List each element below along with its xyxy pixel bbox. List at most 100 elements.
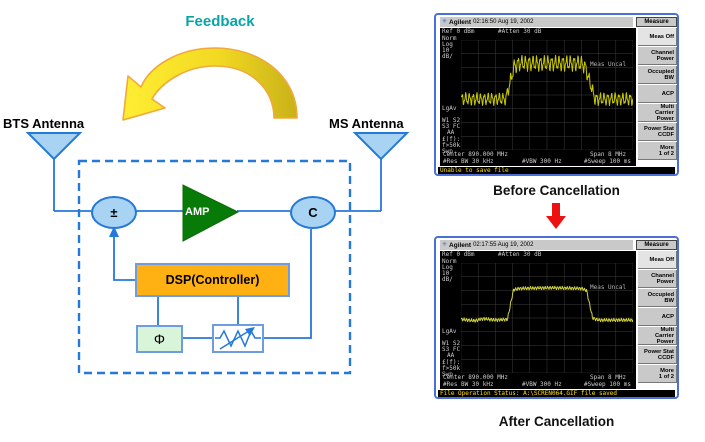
attenuator-zigzag-icon [215, 329, 261, 348]
softkey-channel-power[interactable]: Channel Power [638, 47, 677, 65]
scale-label: 10 [442, 47, 450, 54]
span-label: Span 8 MHz [590, 151, 627, 158]
analyzer-brand: Agilent [449, 18, 472, 26]
wire-dsp-to-summer [113, 233, 135, 281]
swp-label: Swp [442, 148, 453, 155]
s3fc-label: S3 FC [442, 346, 461, 353]
swp-label: Swp [442, 371, 453, 378]
softkey-occupied-bw[interactable]: Occupied BW [638, 66, 677, 84]
spectrum-analyzer-after: ✳ Agilent 02:17:55 Aug 19, 2002 Measure … [434, 236, 679, 399]
softkey-acp[interactable]: ACP [638, 85, 677, 103]
meas-uncal-label: Meas Uncal [590, 61, 627, 68]
softkey-menu: Meas Off Channel Power Occupied BW ACP M… [638, 28, 677, 167]
block-diagram-canvas [25, 47, 410, 375]
arrowhead-up-icon [109, 226, 119, 237]
menu-header: Measure [636, 240, 677, 250]
analyzer-screen: Ref 0 dBm #Atten 30 dB Norm Log 10 dB/ M… [440, 28, 636, 166]
atten-label: #Atten 30 dB [498, 28, 542, 35]
softkey-channel-power[interactable]: Channel Power [638, 270, 677, 288]
ms-antenna-label: MS Antenna [329, 116, 404, 131]
softkey-menu: Meas Off Channel Power Occupied BW ACP M… [638, 251, 677, 390]
softkey-occupied-bw[interactable]: Occupied BW [638, 289, 677, 307]
spectrum-grid [461, 40, 633, 150]
f50k-label: f>50k [442, 142, 461, 149]
spectrum-trace-after [461, 285, 633, 323]
w1s2-label: W1 S2 [442, 340, 461, 347]
f50k-label: f>50k [442, 365, 461, 372]
softkey-acp[interactable]: ACP [638, 308, 677, 326]
vbw-label: #VBW 300 Hz [522, 158, 562, 165]
ref-level-label: Ref 0 dBm [442, 251, 475, 258]
dsp-controller-label: DSP(Controller) [165, 273, 260, 287]
analyzer-brand: Agilent [449, 241, 472, 249]
lf-label: £(f): [442, 136, 461, 143]
rbw-label: #Res BW 30 kHz [443, 381, 494, 388]
sweep-label: #Sweep 100 ms [584, 158, 631, 165]
agilent-logo-icon: ✳ [442, 242, 448, 248]
status-bar: Unable to save file [438, 167, 675, 174]
span-label: Span 8 MHz [590, 374, 627, 381]
w1s2-label: W1 S2 [442, 117, 461, 124]
coupler-label: C [308, 205, 318, 220]
attenuator-arrow [219, 328, 253, 350]
feedback-arrow-icon [122, 47, 298, 121]
db-per-div-label: dB/ [442, 53, 453, 60]
analyzer-datetime: 02:16:50 Aug 19, 2002 [473, 19, 534, 25]
atten-label: #Atten 30 dB [498, 251, 542, 258]
aa-label: AA [447, 352, 455, 359]
log-label: Log [442, 41, 453, 48]
dsp-controller-box: DSP(Controller) [135, 263, 290, 297]
menu-header: Measure [636, 17, 677, 27]
softkey-more[interactable]: More 1 of 2 [638, 365, 677, 383]
coupler-node: C [290, 196, 336, 229]
spectrum-analyzer-before: ✳ Agilent 02:16:50 Aug 19, 2002 Measure … [434, 13, 679, 176]
ms-antenna-icon [352, 132, 410, 161]
spectrum-trace-before [461, 54, 633, 107]
amplifier-icon [182, 184, 240, 242]
bts-antenna-label: BTS Antenna [3, 116, 85, 131]
meas-uncal-label: Meas Uncal [590, 284, 627, 291]
amplifier-label: AMP [185, 206, 210, 218]
db-per-div-label: dB/ [442, 276, 453, 283]
scale-label: 10 [442, 270, 450, 277]
center-freq-label: Center 890.000 MHz [443, 374, 509, 381]
phase-shifter-box: Φ [136, 325, 183, 353]
softkey-multi-carrier-power[interactable]: Multi Carrier Power [638, 104, 677, 122]
norm-label: Norm [442, 35, 457, 42]
vbw-label: #VBW 300 Hz [522, 381, 562, 388]
rbw-label: #Res BW 30 kHz [443, 158, 494, 165]
agilent-logo-icon: ✳ [442, 19, 448, 25]
log-label: Log [442, 264, 453, 271]
analyzer-header-bar: ✳ Agilent 02:16:50 Aug 19, 2002 [440, 17, 633, 27]
summer-label: ± [110, 205, 118, 220]
caption-before: Before Cancellation [493, 183, 620, 198]
red-down-arrow-icon [546, 203, 566, 229]
softkey-power-stat-ccdf[interactable]: Power Stat CCDF [638, 346, 677, 364]
analyzer-screen: Ref 0 dBm #Atten 30 dB Norm Log 10 dB/ M… [440, 251, 636, 389]
summer-node: ± [91, 196, 137, 229]
center-freq-label: Center 890.000 MHz [443, 151, 509, 158]
spectrum-grid [461, 263, 633, 373]
softkey-meas-off[interactable]: Meas Off [638, 28, 677, 46]
softkey-multi-carrier-power[interactable]: Multi Carrier Power [638, 327, 677, 345]
norm-label: Norm [442, 258, 457, 265]
attenuator-arrowhead-icon [245, 327, 255, 336]
wire-attenuator-to-coupler [263, 229, 312, 339]
lgav-label: LgAv [442, 105, 457, 112]
softkey-power-stat-ccdf[interactable]: Power Stat CCDF [638, 123, 677, 141]
cancellation-unit-boundary [77, 159, 352, 375]
caption-after: After Cancellation [498, 414, 615, 429]
s3fc-label: S3 FC [442, 123, 461, 130]
lgav-label: LgAv [442, 328, 457, 335]
aa-label: AA [447, 129, 455, 136]
analyzer-header-bar: ✳ Agilent 02:17:55 Aug 19, 2002 [440, 240, 633, 250]
softkey-meas-off[interactable]: Meas Off [638, 251, 677, 269]
status-bar: File Operation Status: A:\SCREN064.GIF f… [438, 390, 675, 397]
phase-shifter-label: Φ [153, 331, 166, 347]
analyzer-datetime: 02:17:55 Aug 19, 2002 [473, 242, 534, 248]
bts-antenna-icon [25, 132, 83, 161]
softkey-more[interactable]: More 1 of 2 [638, 142, 677, 160]
sweep-label: #Sweep 100 ms [584, 381, 631, 388]
ref-level-label: Ref 0 dBm [442, 28, 475, 35]
